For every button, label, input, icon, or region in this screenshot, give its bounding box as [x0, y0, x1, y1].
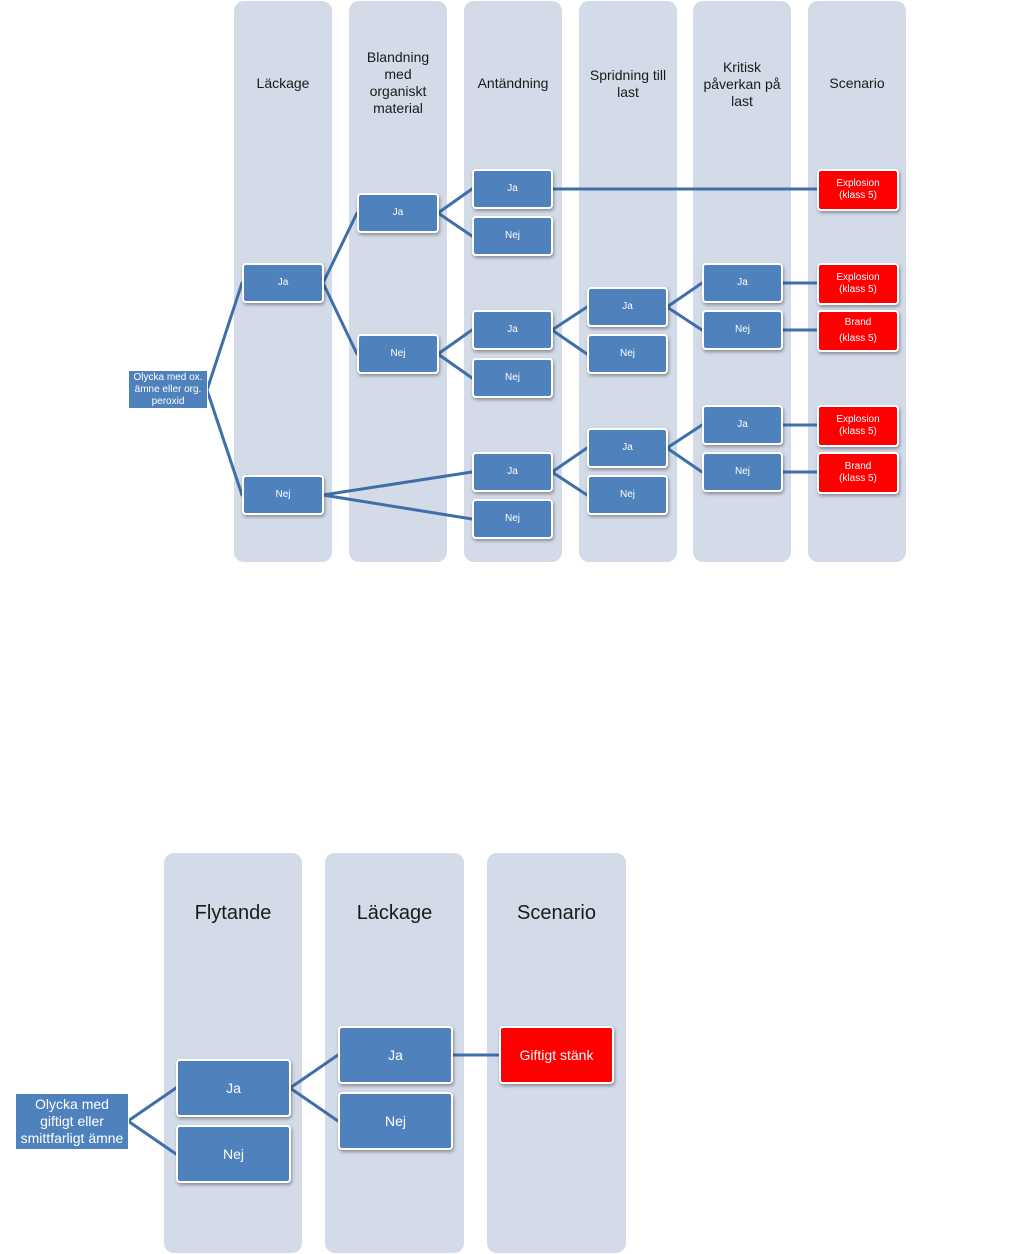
column-header: Scenario — [517, 902, 596, 924]
node-blandning-nej: Nej — [357, 334, 439, 374]
node-kritisk-nej-1: Nej — [702, 310, 783, 350]
node-spridning-nej-1: Nej — [587, 334, 668, 374]
column-header: Blandning med organiskt material — [366, 49, 430, 116]
column-header: Läckage — [256, 75, 310, 91]
node-lackage2-ja: Ja — [338, 1026, 453, 1084]
root-node-oxidizing: Olycka med ox. ämne eller org. peroxid — [128, 370, 208, 409]
node-spridning-nej-2: Nej — [587, 475, 668, 515]
node-antandning-ja-2: Ja — [472, 310, 553, 350]
node-flytande-ja: Ja — [176, 1059, 291, 1117]
column-spridning: Spridning till last — [579, 1, 677, 562]
node-spridning-ja-1: Ja — [587, 287, 668, 327]
node-lackage2-nej: Nej — [338, 1092, 453, 1150]
node-antandning-ja-1: Ja — [472, 169, 553, 209]
column-header: Läckage — [356, 902, 433, 924]
node-antandning-nej-1: Nej — [472, 216, 553, 256]
node-antandning-nej-3: Nej — [472, 499, 553, 539]
node-lackage-nej: Nej — [242, 475, 324, 515]
node-kritisk-nej-2: Nej — [702, 452, 783, 492]
root-node-toxic: Olycka med giftigt eller smittfarligt äm… — [15, 1093, 129, 1150]
column-flytande: Flytande — [164, 853, 302, 1253]
node-antandning-ja-3: Ja — [472, 452, 553, 492]
column-header: Scenario — [829, 75, 885, 91]
scenario-explosion-2: Explosion (klass 5) — [817, 263, 899, 305]
column-header: Kritisk påverkan på last — [703, 59, 781, 109]
scenario-brand-2: Brand (klass 5) — [817, 452, 899, 494]
column-header: Flytande — [194, 902, 272, 924]
node-kritisk-ja-1: Ja — [702, 263, 783, 303]
column-blandning: Blandning med organiskt material — [349, 1, 447, 562]
scenario-explosion-1: Explosion (klass 5) — [817, 169, 899, 211]
column-header: Spridning till last — [589, 67, 667, 100]
scenario-brand-1: Brand (klass 5) — [817, 310, 899, 352]
node-kritisk-ja-2: Ja — [702, 405, 783, 445]
node-spridning-ja-2: Ja — [587, 428, 668, 468]
scenario-giftigt-stank: Giftigt stänk — [499, 1026, 614, 1084]
node-blandning-ja: Ja — [357, 193, 439, 233]
node-lackage-ja: Ja — [242, 263, 324, 303]
node-antandning-nej-2: Nej — [472, 358, 553, 398]
node-flytande-nej: Nej — [176, 1125, 291, 1183]
column-header: Antändning — [477, 75, 549, 91]
scenario-explosion-3: Explosion (klass 5) — [817, 405, 899, 447]
